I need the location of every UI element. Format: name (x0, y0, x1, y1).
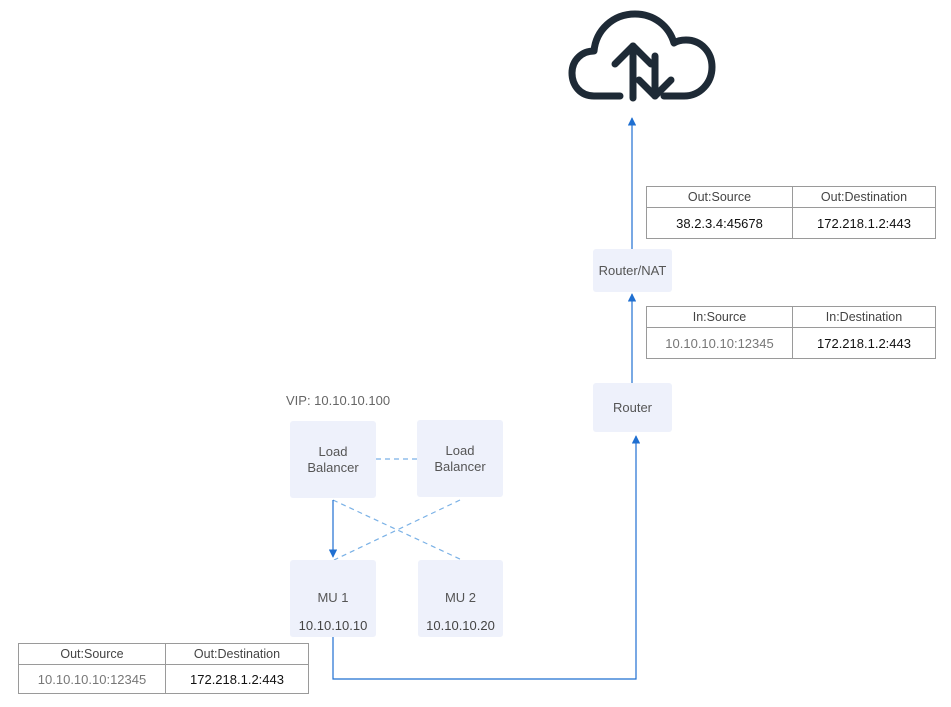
load-balancer-1-label-line1: Load (318, 443, 348, 459)
router-label: Router (612, 399, 653, 415)
table-header-out-source: Out:Source (18, 643, 166, 665)
table-header-out-source: Out:Source (646, 186, 793, 208)
nat-table-bottom-left: Out:Source Out:Destination 10.10.10.10:1… (18, 643, 309, 694)
lb1-mu2-link (332, 499, 463, 561)
load-balancer-2-label-line2: Balancer (434, 458, 486, 474)
mu1-router-path (332, 435, 641, 680)
table-header-in-source: In:Source (646, 306, 793, 328)
table-header-out-destination: Out:Destination (165, 643, 309, 665)
load-balancer-2-label-line1: Load (445, 442, 475, 458)
router-nat-node[interactable]: Router/NAT (593, 249, 672, 292)
table-cell-source: 10.10.10.10:12345 (646, 327, 793, 359)
table-cell-source: 38.2.3.4:45678 (646, 207, 793, 239)
table-cell-destination: 172.218.1.2:443 (792, 207, 936, 239)
router-node[interactable]: Router (593, 383, 672, 432)
mu-2-ip: 10.10.10.20 (426, 618, 495, 633)
table-cell-source: 10.10.10.10:12345 (18, 664, 166, 694)
vip-label: VIP: 10.10.10.100 (286, 393, 391, 408)
load-balancer-1[interactable]: Load Balancer (290, 421, 376, 498)
load-balancer-2[interactable]: Load Balancer (417, 420, 503, 497)
router-nat-label: Router/NAT (598, 262, 667, 278)
table-cell-destination: 172.218.1.2:443 (792, 327, 936, 359)
mu-1-name: MU 1 (317, 590, 349, 605)
nat-table-middle-right: In:Source In:Destination 10.10.10.10:123… (646, 306, 936, 359)
mu-1-ip: 10.10.10.10 (298, 618, 368, 633)
mu-2-name: MU 2 (444, 590, 477, 605)
nat-table-top-right: Out:Source Out:Destination 38.2.3.4:4567… (646, 186, 936, 239)
table-cell-destination: 172.218.1.2:443 (165, 664, 309, 694)
load-balancer-1-label-line2: Balancer (307, 459, 359, 475)
table-header-in-destination: In:Destination (792, 306, 936, 328)
mu-1-node[interactable]: MU 1 10.10.10.10 (290, 560, 376, 637)
cloud-upload-download-icon (568, 10, 716, 102)
mu-2-node[interactable]: MU 2 10.10.10.20 (418, 560, 503, 637)
table-header-out-destination: Out:Destination (792, 186, 936, 208)
